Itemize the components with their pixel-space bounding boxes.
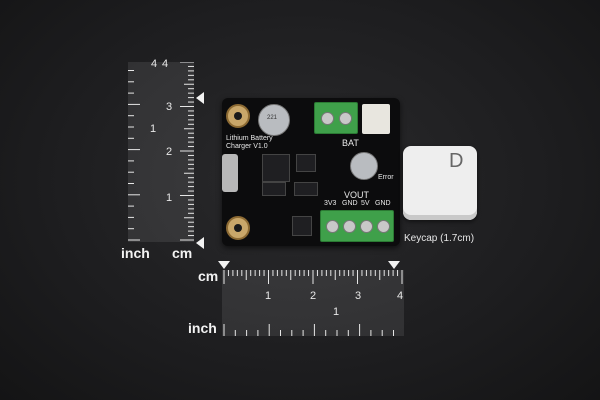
- charger-board: 221 Lithium Battery Charger V1.0 BAT Err…: [222, 98, 400, 246]
- vertical-top-marker: [196, 92, 204, 104]
- error-label: Error: [378, 174, 394, 181]
- horizontal-cm-label: cm: [198, 268, 219, 284]
- horizontal-left-marker: [218, 261, 230, 269]
- vertical-cm-label: cm: [172, 245, 193, 261]
- vertical-bottom-marker: [196, 237, 204, 249]
- jst-connector: [362, 104, 390, 134]
- horizontal-inch-tick-1: 1: [333, 306, 340, 318]
- vertical-cm-tick-4: 4: [162, 58, 169, 70]
- vout-terminal: [320, 210, 394, 242]
- mounting-hole-top: [226, 104, 250, 128]
- vout-label: VOUT: [344, 190, 370, 200]
- horizontal-right-marker: [388, 261, 400, 269]
- horizontal-cm-tick-2: 2: [310, 290, 317, 302]
- board-title-line1: Lithium Battery: [226, 135, 273, 142]
- mosfet-2: [294, 182, 318, 196]
- vertical-inch-top-digit: 4: [151, 58, 158, 70]
- inductor: [262, 154, 290, 182]
- horizontal-inch-label: inch: [188, 320, 217, 336]
- vertical-ruler: [128, 62, 194, 242]
- usb-c-port: [222, 154, 238, 192]
- keycap-letter: D: [449, 150, 464, 172]
- electrolytic-capacitor: 221: [258, 104, 290, 136]
- pin-label-gnd-1: GND: [342, 200, 358, 207]
- horizontal-cm-tick-4: 4: [397, 290, 404, 302]
- vertical-inch-tick-1: 1: [150, 123, 157, 135]
- vertical-cm-tick-3: 3: [166, 101, 173, 113]
- vertical-cm-tick-2: 2: [166, 146, 173, 158]
- pin-label-3v3: 3V3: [324, 200, 337, 207]
- horizontal-ruler-ticks: [223, 270, 403, 336]
- board-title-line2: Charger V1.0: [226, 143, 268, 150]
- small-capacitor: [350, 152, 378, 180]
- vertical-ruler-ticks: [128, 62, 194, 241]
- keycap-caption: Keycap (1.7cm): [404, 233, 475, 244]
- inductor-small: [292, 216, 312, 236]
- keycap: D: [403, 146, 477, 220]
- pin-label-5v: 5V: [361, 200, 370, 207]
- bat-label: BAT: [342, 138, 359, 148]
- vertical-inch-label: inch: [121, 245, 150, 261]
- charger-ic: [296, 154, 316, 172]
- horizontal-cm-tick-3: 3: [355, 290, 362, 302]
- mosfet-1: [262, 182, 286, 196]
- battery-terminal: [314, 102, 358, 134]
- horizontal-cm-tick-1: 1: [265, 290, 272, 302]
- vertical-cm-tick-1: 1: [166, 192, 173, 204]
- mounting-hole-bottom: [226, 216, 250, 240]
- pin-label-gnd-2: GND: [375, 200, 391, 207]
